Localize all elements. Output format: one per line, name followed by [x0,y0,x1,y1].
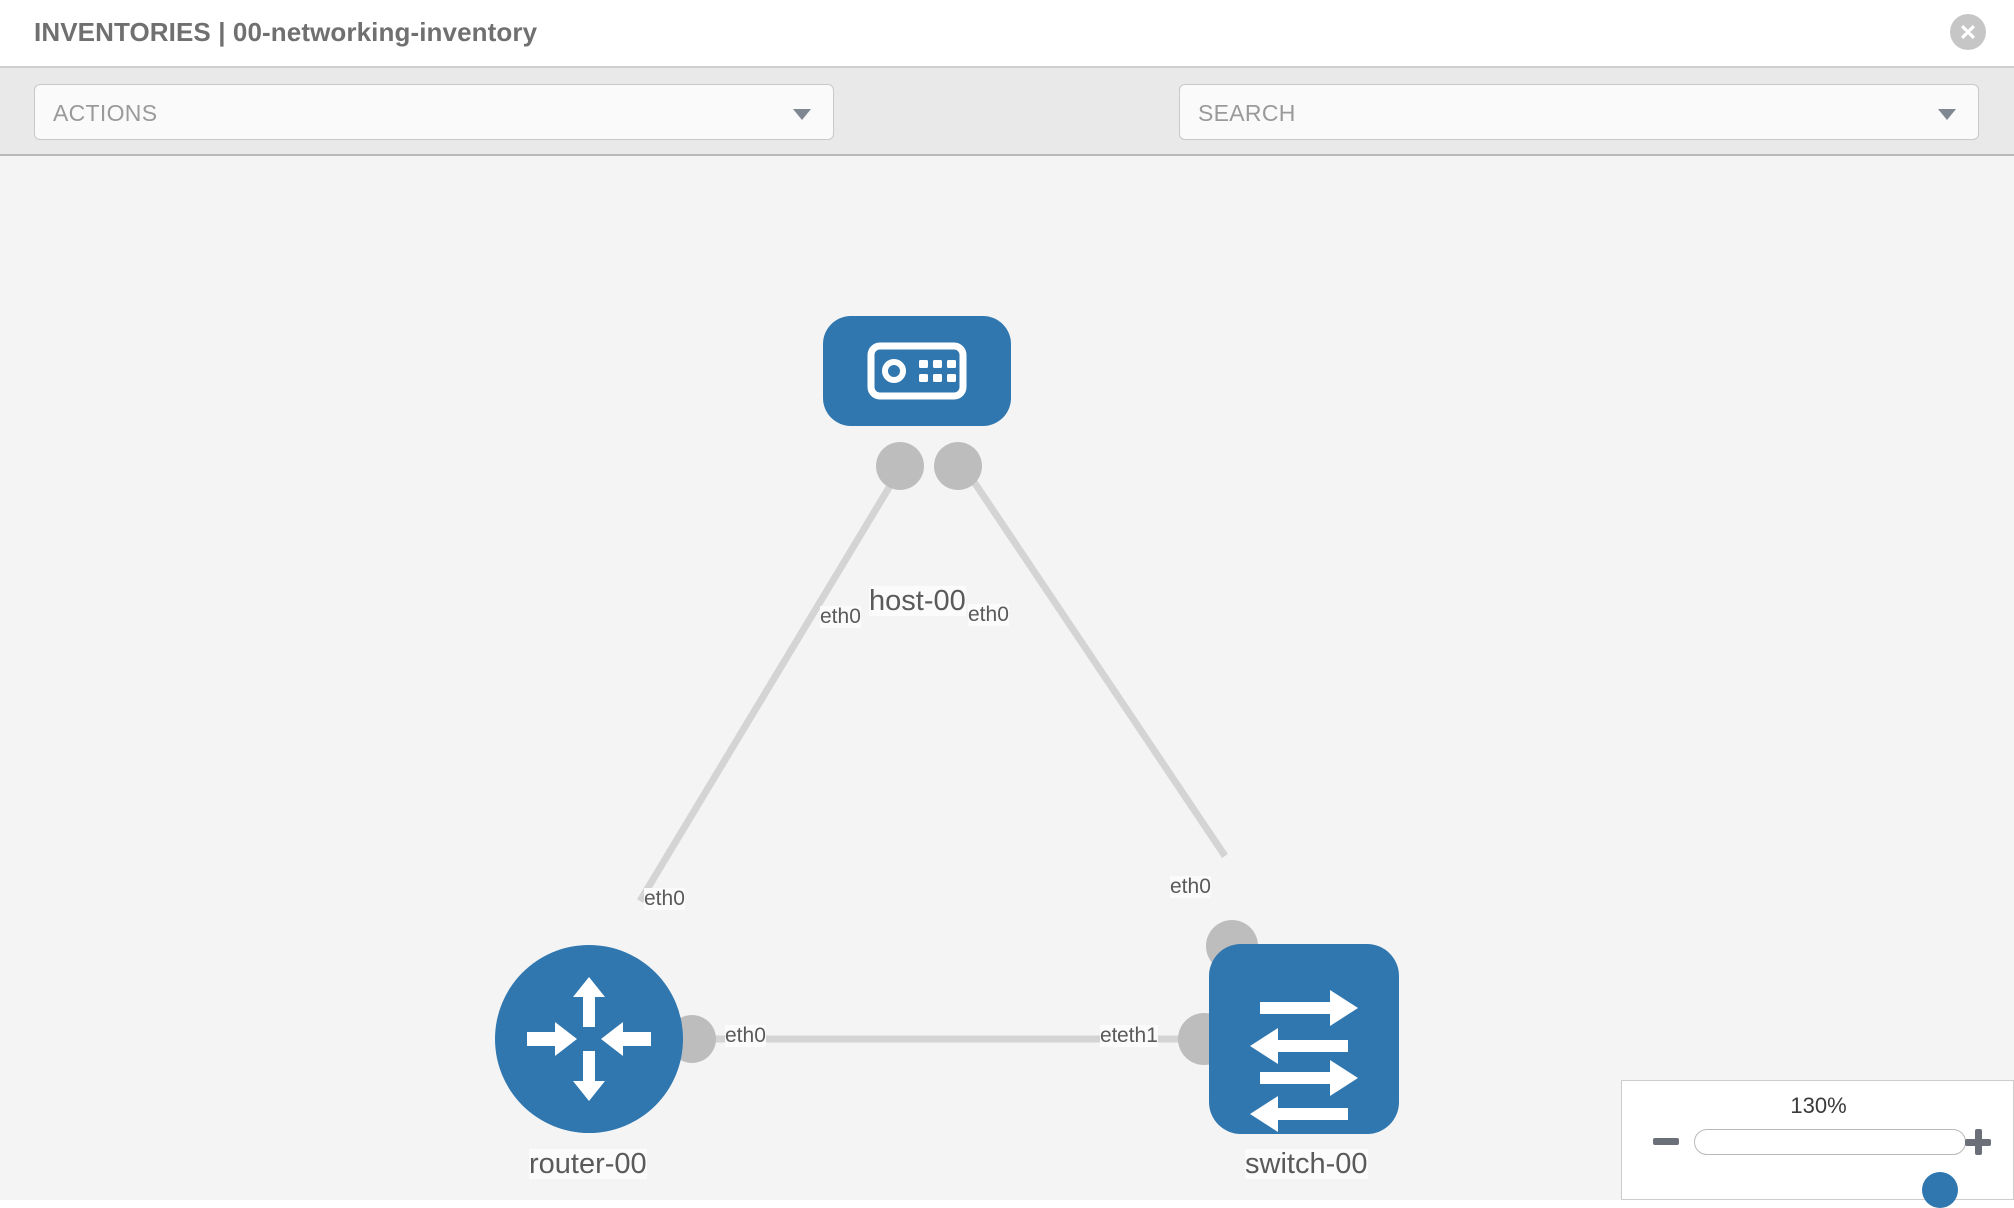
chevron-down-icon[interactable] [1938,109,1956,120]
node-switch-00 [1209,944,1399,1134]
plus-icon[interactable] [1965,1129,1991,1155]
actions-dropdown[interactable]: ACTIONS [34,84,834,140]
edge-host-switch [957,459,1228,858]
toolbar: ACTIONS SEARCH [0,68,2014,197]
close-icon[interactable] [1950,14,1986,50]
chevron-down-icon [793,109,811,120]
interface-label: eth1 [1117,1024,1158,1048]
zoom-slider-thumb[interactable] [1922,1172,1958,1208]
interface-label: etl [1100,1024,1123,1048]
zoom-percent-label: 130% [1790,1093,1847,1118]
switch-arrows-icon [1250,990,1358,1132]
page-title: INVENTORIES | 00-networking-inventory [34,17,538,47]
search-placeholder: SEARCH [1198,100,1296,126]
interface-label: eth0 [968,603,1009,627]
graph-edges [637,459,1228,1043]
zoom-control-panel: 130% [1621,1080,2014,1208]
interface-label: eth0 [644,887,685,911]
node-router-00 [495,945,683,1133]
zoom-slider-track[interactable] [1694,1129,1966,1208]
node-label-router-00: router-00 [529,1148,647,1180]
topology-canvas[interactable]: eth0 host-00 eth0 eth0 eth0 eth0 etl eth… [0,156,2014,1200]
app-header: INVENTORIES | 00-networking-inventory [0,0,2014,68]
topology-graph [495,316,1399,1134]
server-icon [867,342,967,400]
connector-host-right [934,442,982,490]
node-host-00 [823,316,1011,426]
connector-host-left [876,442,924,490]
interface-label: eth0 [820,605,861,629]
edge-host-router [637,459,908,903]
graph-connectors [668,442,1258,1065]
node-label-switch-00: switch-00 [1245,1148,1368,1180]
search-input[interactable]: SEARCH [1179,84,1979,140]
minus-icon[interactable] [1653,1138,1679,1145]
router-arrows-icon [527,977,651,1101]
interface-label: eth0 [725,1024,766,1048]
actions-dropdown-label: ACTIONS [53,100,158,126]
node-label-host-00: host-00 [869,585,966,617]
interface-label: eth0 [1170,875,1211,899]
